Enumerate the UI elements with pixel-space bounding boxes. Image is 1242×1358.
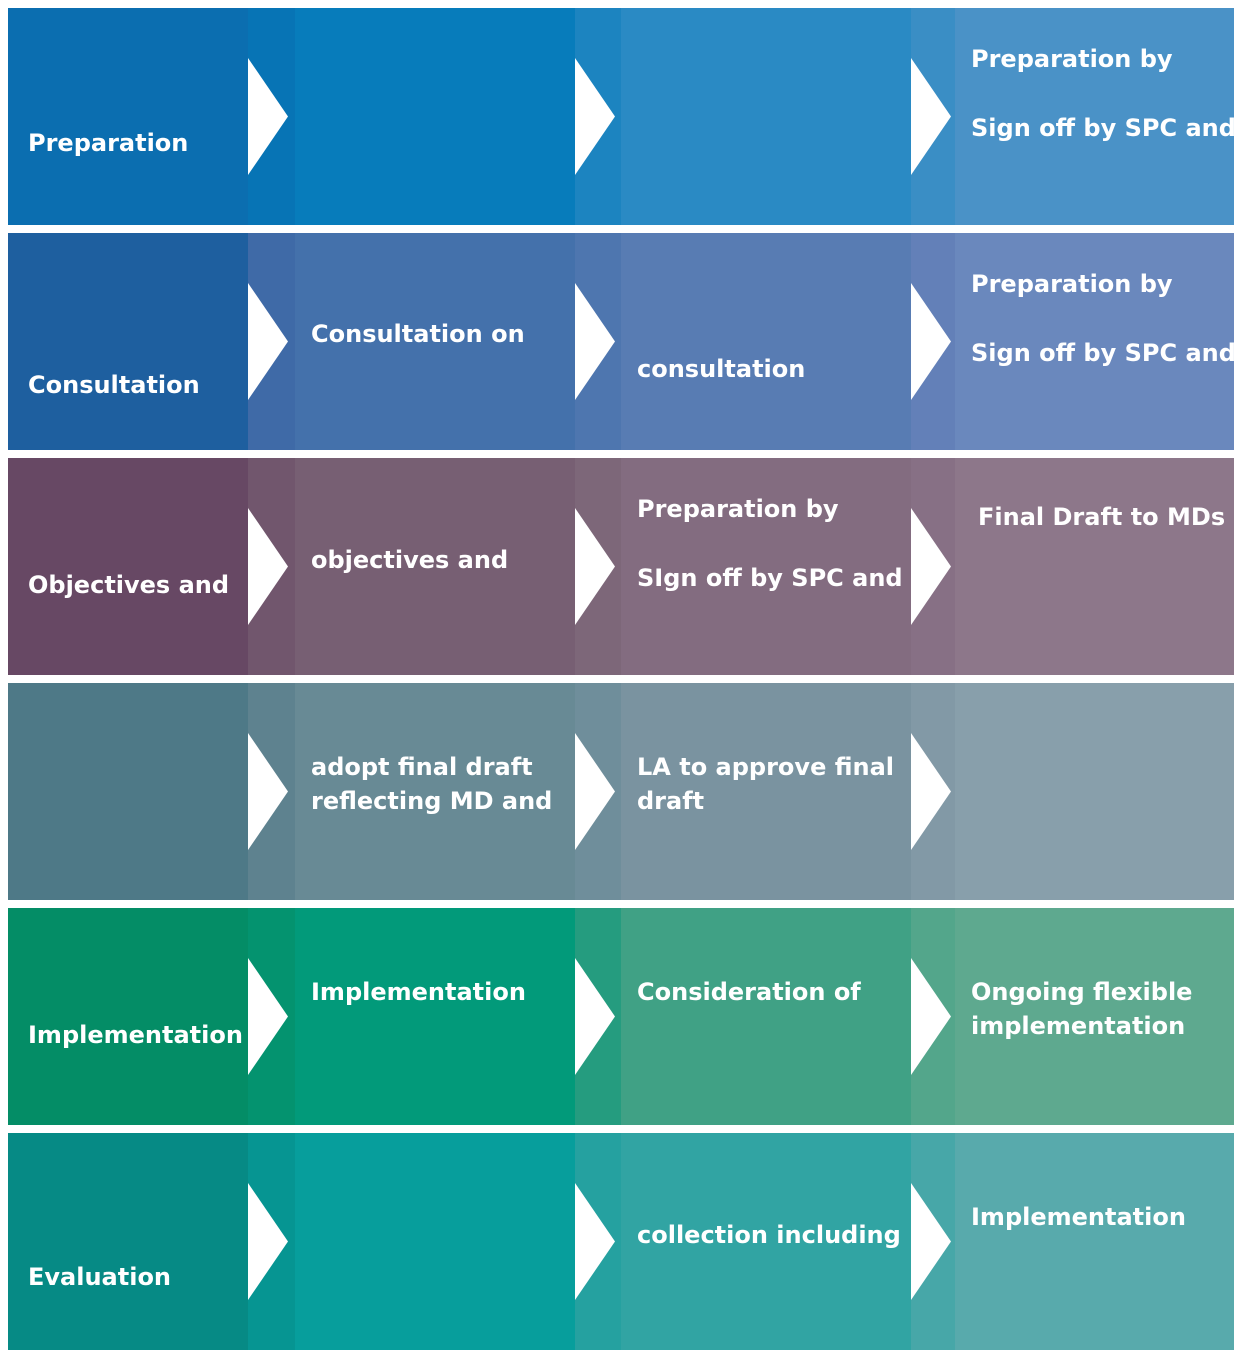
step-text: objectives and bbox=[311, 546, 509, 574]
step-cell: adopt final draft reflecting MD and bbox=[295, 683, 575, 900]
step-text: Consultation on bbox=[311, 320, 525, 348]
stage-cell: Objectives and bbox=[8, 458, 248, 675]
step-text: Sign off by SPC and bbox=[971, 339, 1236, 367]
step-cell bbox=[955, 683, 1234, 900]
step-cell: Final Draft to MDs bbox=[955, 458, 1234, 675]
step-text: adopt final draft bbox=[311, 753, 533, 781]
step-text: collection including bbox=[637, 1221, 901, 1249]
stage-cell bbox=[8, 683, 248, 900]
stage-label: Objectives and bbox=[28, 571, 230, 599]
step-text: consultation bbox=[637, 355, 806, 383]
stage-cell: Consultation bbox=[8, 233, 248, 450]
step-cell: Consultation on bbox=[295, 233, 575, 450]
step-cell: objectives and bbox=[295, 458, 575, 675]
chevron-arrow-icon bbox=[575, 58, 615, 175]
step-cell: Preparation by Sign off by SPC and bbox=[955, 8, 1236, 225]
step-text: Final Draft to MDs bbox=[978, 503, 1226, 531]
stage-label: Consultation bbox=[28, 371, 200, 399]
step-cell: collection including bbox=[621, 1133, 911, 1350]
step-text: Implementation bbox=[311, 978, 526, 1006]
step-cell: Implementation bbox=[955, 1133, 1234, 1350]
stage-row: Preparation Preparation by Sign off by SPC… bbox=[8, 8, 1236, 225]
stage-cell: Implementation bbox=[8, 908, 248, 1125]
stage-label: Preparation bbox=[28, 129, 189, 157]
chevron-arrow-icon bbox=[575, 508, 615, 625]
chevron-arrow-icon bbox=[248, 508, 288, 625]
chevron-arrow-icon bbox=[575, 1183, 615, 1300]
chevron-arrow-icon bbox=[248, 283, 288, 400]
stage-row: adopt final draft reflecting MD and LA to … bbox=[8, 683, 1234, 900]
chevron-arrow-icon bbox=[248, 58, 288, 175]
step-text: Preparation by bbox=[971, 270, 1173, 298]
chevron-arrow-icon bbox=[911, 1183, 951, 1300]
chevron-arrow-icon bbox=[911, 958, 951, 1075]
stage-row: Objectives and objectives and Preparation … bbox=[8, 458, 1234, 675]
step-text: SIgn off by SPC and bbox=[637, 564, 903, 592]
step-text: draft bbox=[637, 787, 705, 815]
step-cell bbox=[295, 8, 575, 225]
step-text: Sign off by SPC and bbox=[971, 114, 1236, 142]
step-text: Implementation bbox=[971, 1203, 1186, 1231]
chevron-arrow-icon bbox=[575, 733, 615, 850]
step-text: reflecting MD and bbox=[311, 787, 553, 815]
chevron-arrow-icon bbox=[911, 733, 951, 850]
stage-row: Consultation Consultation on consultation P… bbox=[8, 233, 1236, 450]
step-cell: LA to approve final draft bbox=[621, 683, 911, 900]
stage-label: Implementation bbox=[28, 1021, 243, 1049]
chevron-arrow-icon bbox=[248, 958, 288, 1075]
step-text: Ongoing flexible bbox=[971, 978, 1193, 1006]
stage-cell: Evaluation bbox=[8, 1133, 248, 1350]
chevron-arrow-icon bbox=[911, 58, 951, 175]
step-text: Preparation by bbox=[971, 45, 1173, 73]
chevron-arrow-icon bbox=[911, 508, 951, 625]
stage-cell: Preparation bbox=[8, 8, 248, 225]
stage-row: Evaluation collection including Implementa… bbox=[8, 1133, 1234, 1350]
step-cell: Ongoing flexible implementation bbox=[955, 908, 1234, 1125]
step-text: Preparation by bbox=[637, 495, 839, 523]
step-cell: Preparation by SIgn off by SPC and bbox=[621, 458, 911, 675]
stage-label: Evaluation bbox=[28, 1263, 172, 1291]
step-cell bbox=[621, 8, 911, 225]
chevron-arrow-icon bbox=[248, 1183, 288, 1300]
chevron-arrow-icon bbox=[248, 733, 288, 850]
step-cell: Implementation bbox=[295, 908, 575, 1125]
step-text: implementation bbox=[971, 1012, 1186, 1040]
step-text: LA to approve final bbox=[637, 753, 894, 781]
step-cell bbox=[295, 1133, 575, 1350]
step-cell: Preparation by Sign off by SPC and bbox=[955, 233, 1236, 450]
step-text: Consideration of bbox=[637, 978, 861, 1006]
step-cell: Consideration of bbox=[621, 908, 911, 1125]
chevron-arrow-icon bbox=[575, 958, 615, 1075]
step-cell: consultation bbox=[621, 233, 911, 450]
chevron-arrow-icon bbox=[911, 283, 951, 400]
chevron-arrow-icon bbox=[575, 283, 615, 400]
